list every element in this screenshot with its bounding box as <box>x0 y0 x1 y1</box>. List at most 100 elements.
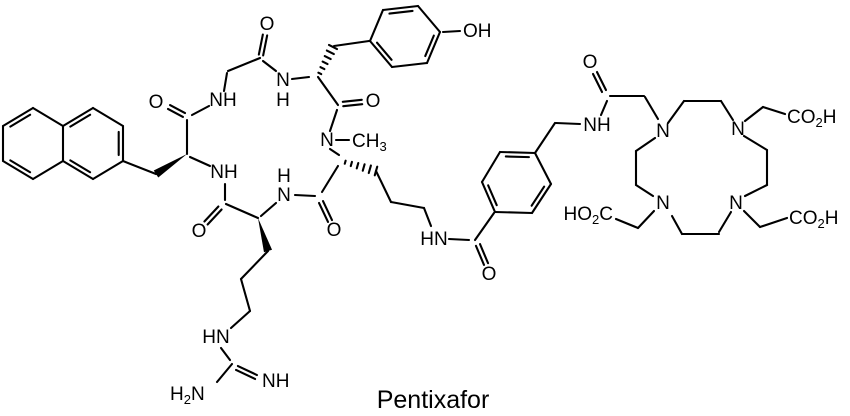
tyr-hydroxyl-oh: OH <box>463 21 492 42</box>
bond <box>743 105 765 123</box>
bond <box>634 136 657 153</box>
bond <box>31 106 65 128</box>
bond <box>480 180 497 214</box>
bond <box>261 59 278 73</box>
bond <box>480 150 502 184</box>
bond <box>9 159 32 174</box>
cyclen-n1: N <box>656 121 670 142</box>
bond <box>328 108 339 133</box>
bond <box>666 99 686 125</box>
hash-bond-rung <box>349 160 354 168</box>
bond <box>375 41 393 61</box>
benzamide-o: O <box>482 264 497 285</box>
bond <box>224 202 260 220</box>
bond <box>215 362 234 384</box>
hash-bond-rung <box>367 164 372 175</box>
bond <box>219 346 232 362</box>
bond <box>743 183 769 198</box>
wedge-bond <box>153 154 187 178</box>
bond <box>239 249 270 281</box>
hash-bond-rung <box>361 163 366 172</box>
guanidine-nh: NH <box>262 371 289 392</box>
bond <box>257 33 264 56</box>
bond <box>595 70 608 92</box>
bond <box>670 214 684 236</box>
tyr-carbonyl-o: O <box>366 91 381 112</box>
bond <box>493 210 534 215</box>
bond <box>388 9 414 15</box>
bond <box>1 159 35 181</box>
bond <box>69 113 92 128</box>
hash-bond-rung <box>317 71 323 76</box>
arg-n: N <box>277 185 291 206</box>
bond <box>259 201 278 218</box>
bond <box>190 104 211 117</box>
acetate-ho2c: HO2C <box>564 204 613 227</box>
nal-nh: NH <box>210 162 237 183</box>
bond <box>530 182 553 215</box>
bond <box>1 106 35 128</box>
bond <box>389 200 426 210</box>
bond <box>719 99 735 122</box>
nal-carbonyl-o: O <box>149 92 164 113</box>
bond <box>374 169 393 204</box>
cyclen-n3: N <box>729 193 743 214</box>
bond <box>61 159 95 181</box>
bond <box>761 105 787 116</box>
bond <box>316 75 340 107</box>
bond <box>236 364 258 377</box>
bond <box>166 107 185 118</box>
bond <box>478 243 490 265</box>
arg-carbonyl-o: O <box>192 221 207 242</box>
bond <box>320 164 340 194</box>
bond <box>758 216 789 229</box>
bond <box>447 237 471 242</box>
bond <box>9 113 32 128</box>
hash-bond-rung <box>319 66 326 71</box>
bond <box>441 29 462 34</box>
hash-bond-rung <box>355 162 360 170</box>
bond <box>31 159 65 181</box>
bond <box>91 159 125 181</box>
bond <box>91 106 125 128</box>
bond <box>643 95 660 121</box>
bond <box>368 8 385 43</box>
bond <box>226 56 262 73</box>
bond <box>229 309 252 330</box>
gly-nh: NH <box>209 90 236 111</box>
bond <box>498 150 537 155</box>
bond <box>424 34 435 58</box>
linker-nh: NH <box>583 115 610 136</box>
hash-bond-rung <box>321 60 329 66</box>
tyr-n-h: H <box>276 90 290 111</box>
bond <box>168 104 187 115</box>
bond <box>742 209 762 229</box>
bond <box>614 217 640 230</box>
hash-bond-rung <box>323 55 332 61</box>
bond <box>381 4 420 12</box>
compound-name-caption: Pentixafor <box>376 386 490 414</box>
linker-carbonyl-o: O <box>583 52 598 73</box>
bond <box>504 155 530 159</box>
bond <box>533 151 553 186</box>
hash-bond-rung <box>325 49 335 56</box>
orn-n-methyl: CH3 <box>352 131 387 154</box>
bond <box>121 159 158 176</box>
bond <box>368 39 394 69</box>
bond <box>342 103 364 108</box>
bond <box>422 206 433 228</box>
bond <box>188 155 212 168</box>
bond <box>222 71 229 93</box>
bond <box>321 200 334 222</box>
bond <box>530 185 546 207</box>
bond <box>636 209 656 230</box>
bonds-layer <box>1 4 789 384</box>
bond <box>554 121 582 126</box>
bond <box>487 184 498 207</box>
guanidine-h2n: H2N <box>170 384 205 407</box>
bond <box>61 106 95 128</box>
bond <box>634 183 655 198</box>
bond <box>235 368 257 381</box>
